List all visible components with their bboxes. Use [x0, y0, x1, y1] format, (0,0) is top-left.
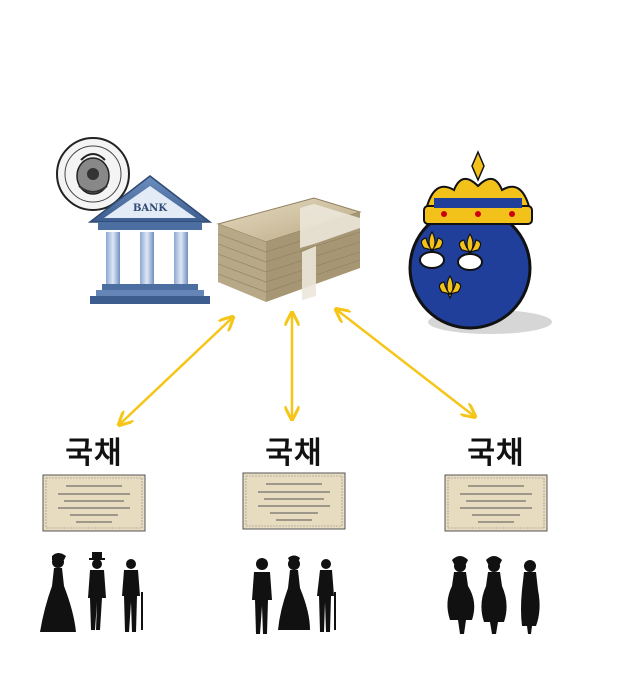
crowned-ball-icon [408, 150, 552, 334]
bond-label-center: 국채 [265, 436, 323, 471]
bank-building-icon [87, 175, 213, 304]
bank-sign: BANK [132, 203, 168, 214]
bond-label-right: 국채 [467, 436, 525, 471]
bond-document-icon [444, 474, 548, 532]
people-silhouette-icon [252, 555, 336, 634]
bond-document-icon [42, 474, 146, 532]
coin-seal-icon [56, 137, 130, 211]
people-silhouette-icon [447, 556, 540, 634]
arrow-left [120, 318, 232, 424]
bond-label-left: 국채 [65, 436, 123, 471]
people-silhouette-icon [40, 552, 143, 632]
arrow-right [337, 310, 474, 416]
money-stack-icon [216, 197, 362, 302]
bond-document-icon [242, 472, 346, 530]
